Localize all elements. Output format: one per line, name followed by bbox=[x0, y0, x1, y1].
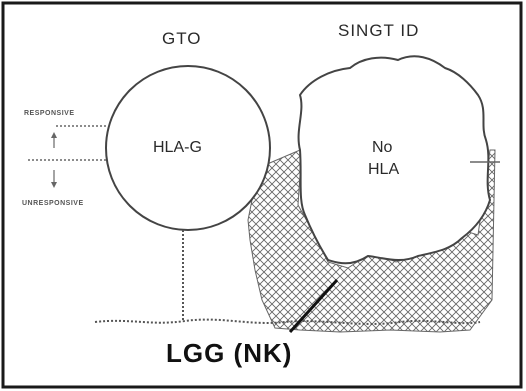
left-cell-label: HLA-G bbox=[153, 140, 202, 156]
right-cell-label-line2: HLA bbox=[368, 162, 399, 178]
no-hla-cell bbox=[299, 56, 490, 263]
bottom-label: LGG (NK) bbox=[166, 340, 292, 366]
side-label-top: RESPONSIVE bbox=[24, 110, 75, 117]
side-arrow-down-head bbox=[51, 182, 57, 188]
right-header: SINGT ID bbox=[338, 22, 419, 39]
side-label-bottom: UNRESPONSIVE bbox=[22, 200, 84, 207]
right-cell-label-line1: No bbox=[372, 140, 392, 156]
side-arrow-up-head bbox=[51, 132, 57, 138]
left-header: GTO bbox=[162, 30, 202, 47]
